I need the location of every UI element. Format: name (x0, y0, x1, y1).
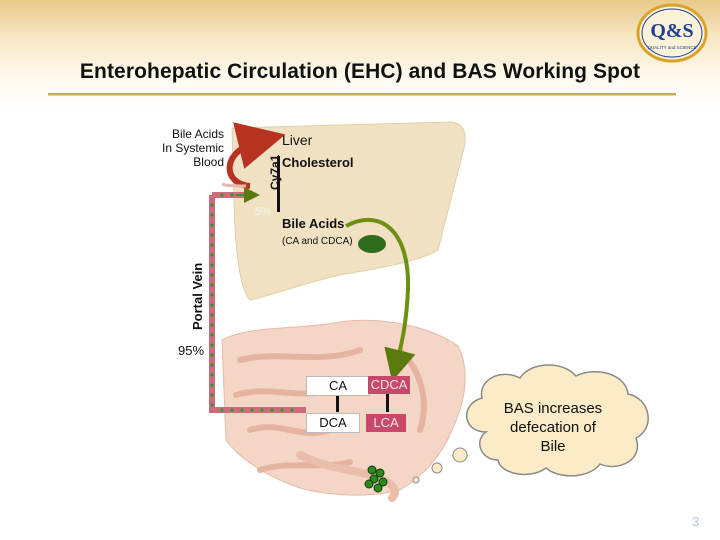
ca-box: CA (306, 376, 370, 396)
bile-acids-types-label: (CA and CDCA) (282, 236, 353, 247)
cloud-text: BAS increases defecation of Bile (488, 399, 618, 456)
cdca-to-lca-arrow (386, 394, 389, 412)
cloud-line-2: defecation of (510, 419, 596, 436)
gallbladder (358, 235, 386, 253)
systemic-line-1: Bile Acids (171, 127, 224, 141)
cy7a1-bar (277, 156, 280, 212)
bile-flow-arrow (345, 217, 416, 382)
header-band (0, 0, 720, 108)
portal-vein-line (209, 195, 306, 413)
ca-to-dca-arrow (336, 394, 339, 412)
page-number: 3 (692, 514, 700, 529)
bile-acids-label: Bile Acids (282, 216, 345, 231)
systemic-line-3: Blood (193, 155, 224, 169)
bile-acids-systemic-label: Bile Acids In Systemic Blood (120, 127, 224, 169)
dca-box: DCA (306, 413, 360, 433)
ninety-five-percent-label: 95% (178, 343, 205, 358)
lca-box: LCA (366, 414, 406, 432)
logo-subtext: QUALITY and SCIENCE (647, 45, 696, 50)
liver-label: Liver (282, 132, 313, 148)
logo-text: Q&S (650, 20, 693, 42)
thought-cloud (412, 364, 649, 484)
portal-vein-label: Portal Vein (190, 262, 205, 330)
flow-dots (210, 193, 294, 412)
systemic-arrow (226, 122, 286, 189)
cdca-box: CDCA (368, 376, 410, 394)
systemic-line-2: In Systemic (161, 141, 224, 155)
cloud-line-3: Bile (540, 438, 566, 455)
cholesterol-label: Cholesterol (282, 155, 354, 170)
cloud-line-1: BAS increases (503, 400, 603, 417)
slide-title: Enterohepatic Circulation (EHC) and BAS … (79, 60, 641, 83)
enzyme-label: Cy7a1 (268, 154, 282, 190)
qs-logo: Q&S QUALITY and SCIENCE (636, 3, 708, 63)
stool-pellets (364, 465, 388, 493)
title-underline (48, 93, 676, 95)
five-percent-label: 5% (255, 206, 271, 218)
